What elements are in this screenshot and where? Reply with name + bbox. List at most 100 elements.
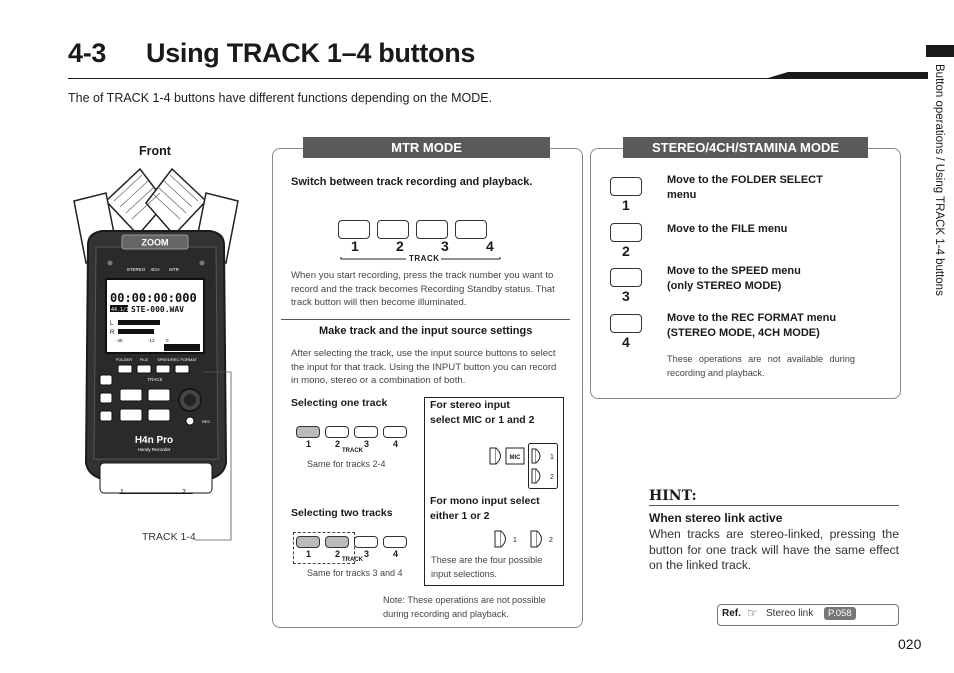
- stereo-mode-heading: STEREO/4CH/STAMINA MODE: [623, 137, 868, 158]
- stereo-track-3-key[interactable]: [610, 268, 642, 287]
- mtr-track-bracket: [340, 257, 501, 260]
- mono-input-2-label: 2: [549, 537, 553, 544]
- mic-input-icon: MIC: [489, 447, 525, 465]
- play-pause-button[interactable]: [147, 388, 171, 402]
- two-tracks-num-1: 1: [306, 549, 312, 559]
- meter-scale-48: -48: [116, 338, 123, 343]
- one-track-track-label: TRACK: [342, 448, 363, 454]
- device-screen: [105, 278, 205, 354]
- fast-forward-button[interactable]: [147, 408, 171, 422]
- meter-r: R: [110, 330, 115, 336]
- ref-text[interactable]: Stereo link: [766, 608, 814, 619]
- ref-page-badge[interactable]: P.058: [824, 607, 856, 620]
- two-tracks-key-4[interactable]: [383, 536, 407, 548]
- mtr-track-1-num: 1: [351, 238, 359, 254]
- pointing-hand-icon: ☞: [747, 606, 758, 620]
- input-selection-box: [424, 397, 564, 586]
- mtr-track-2-num: 2: [396, 238, 404, 254]
- device-model-logo: H4n Pro: [135, 435, 173, 446]
- mtr-sub2: Make track and the input source settings: [319, 325, 533, 337]
- device-track-4-button[interactable]: [174, 364, 190, 374]
- two-tracks-key-1[interactable]: [296, 536, 320, 548]
- mtr-track-3-key[interactable]: [416, 220, 448, 239]
- device-track-2-button[interactable]: [136, 364, 152, 374]
- mtr-track-4-key[interactable]: [455, 220, 487, 239]
- device-track-1-button[interactable]: [117, 364, 133, 374]
- stereo-item-1: [610, 177, 642, 201]
- mtr-track-4-num: 4: [486, 238, 494, 254]
- two-tracks-num-4: 4: [393, 549, 399, 559]
- stereo-item-3-number: 3: [622, 288, 630, 304]
- stereo-item-2: [610, 223, 642, 247]
- mtr-mode-heading: MTR MODE: [303, 137, 550, 158]
- meter-scale-0: 0: [166, 338, 169, 343]
- stereo-item-1-number: 1: [622, 197, 630, 213]
- one-track-num-2: 2: [335, 439, 341, 449]
- stereo-track-2-key[interactable]: [610, 223, 642, 242]
- stereo-item-1-text: Move to the FOLDER SELECT menu: [667, 174, 823, 201]
- mtr-track-1-key[interactable]: [338, 220, 370, 239]
- screen-file: STE-000.WAV: [131, 305, 184, 314]
- mtr-sub1: Switch between track recording and playb…: [291, 176, 533, 188]
- stereo-input-2-label: 2: [550, 474, 554, 481]
- mtr-track-3-num: 3: [441, 238, 449, 254]
- mtr-body2: After selecting the track, use the input…: [291, 348, 557, 387]
- device-track-label: TRACK: [147, 377, 162, 382]
- two-tracks-selection-box: [293, 532, 355, 564]
- mtr-track-buttons: [338, 220, 508, 239]
- mode-4ch-label: 4CH: [150, 267, 159, 272]
- hint-subtitle: When stereo link active: [649, 511, 783, 525]
- mono-input-2-icon: 2: [530, 530, 553, 548]
- title-rule: [68, 72, 928, 79]
- rec-button[interactable]: [185, 416, 195, 426]
- mtr-divider: [281, 319, 570, 320]
- side-tab-marker: [926, 45, 954, 57]
- two-tracks-num-2: 2: [335, 549, 341, 559]
- meter-l: L: [110, 321, 114, 327]
- page-number: 020: [898, 636, 922, 652]
- hint-title: HINT:: [649, 488, 697, 504]
- menu-file-label: FILE: [140, 357, 149, 362]
- intro-text: The of TRACK 1-4 buttons have different …: [68, 91, 493, 105]
- one-track-keys: [296, 426, 407, 438]
- ref-label: Ref.: [722, 608, 741, 619]
- mtr-note: Note: These operations are not possible …: [383, 595, 546, 619]
- mtr-body1: When you start recording, press the trac…: [291, 270, 555, 309]
- hint-body: When tracks are stereo-linked, pressing …: [649, 527, 899, 572]
- brand-plate: [121, 234, 189, 250]
- hint-divider: [649, 505, 899, 506]
- meter-scale-12: -12: [148, 338, 155, 343]
- stereo-item-4-text: Move to the REC FORMAT menu (STEREO MODE…: [667, 312, 837, 339]
- menu-rec-format-label: REC FORMAT: [171, 357, 198, 362]
- mono-input-1-icon: 1: [494, 530, 517, 548]
- device-track-3-button[interactable]: [155, 364, 171, 374]
- mode-mtr-label: MTR: [169, 267, 179, 272]
- one-track-key-3[interactable]: [354, 426, 378, 438]
- track-callout-line: [195, 371, 232, 541]
- ref-box[interactable]: [717, 604, 899, 626]
- stereo-12-input-icon: 1 2: [528, 443, 558, 489]
- one-track-num-3: 3: [364, 439, 370, 449]
- one-track-key-1[interactable]: [296, 426, 320, 438]
- two-tracks-key-2[interactable]: [325, 536, 349, 548]
- mono-input-1-label: 1: [513, 537, 517, 544]
- device-subtitle: Handy Recorder: [138, 447, 171, 452]
- one-track-num-4: 4: [393, 439, 399, 449]
- screen-format: 44.1/16: [111, 307, 132, 313]
- mono-input-text: For mono input select either 1 or 2: [430, 495, 540, 522]
- mtr-track-2-key[interactable]: [377, 220, 409, 239]
- stop-button[interactable]: [119, 388, 143, 402]
- one-track-key-4[interactable]: [383, 426, 407, 438]
- stereo-item-3-text: Move to the SPEED menu (only STEREO MODE…: [667, 265, 801, 292]
- stereo-track-4-key[interactable]: [610, 314, 642, 333]
- stereo-track-1-key[interactable]: [610, 177, 642, 196]
- mtr-track-label: TRACK: [409, 254, 440, 263]
- one-track-key-2[interactable]: [325, 426, 349, 438]
- rewind-button[interactable]: [119, 408, 143, 422]
- device-input-2-label: 2: [182, 489, 186, 496]
- stereo-item-2-number: 2: [622, 243, 630, 259]
- menu-folder-label: FOLDER: [116, 357, 132, 362]
- two-tracks-key-3[interactable]: [354, 536, 378, 548]
- mode-stereo-label: STEREO: [127, 267, 146, 272]
